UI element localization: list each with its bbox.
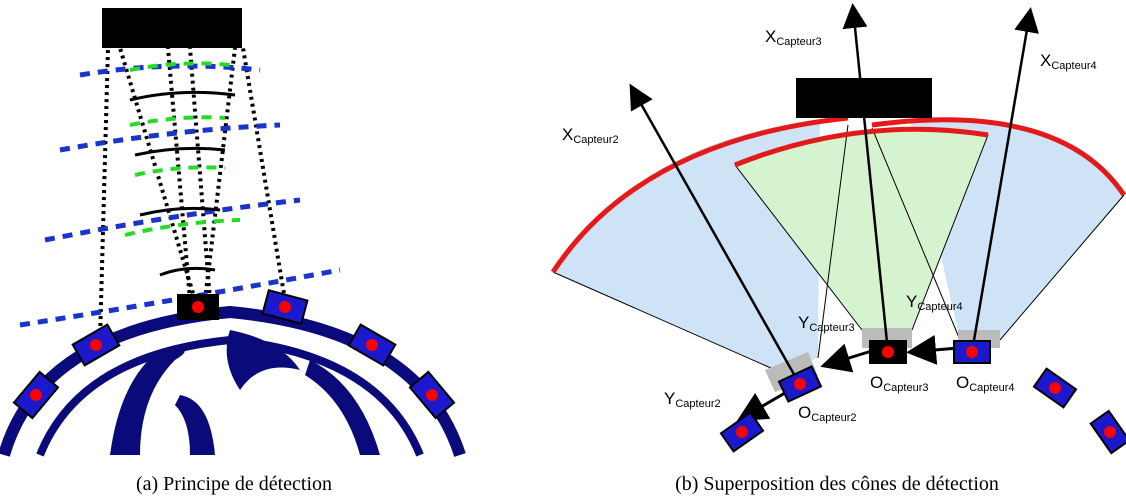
- label-y-capteur2: YCapteur2: [664, 389, 721, 410]
- label-o-capteur2: OCapteur2: [798, 403, 857, 424]
- panel-a: (a) Principe de détection: [0, 8, 466, 495]
- robot-a: [0, 305, 466, 457]
- caption-a: (a) Principe de détection: [136, 473, 332, 495]
- panel-b: XCapteur2 XCapteur3 XCapteur4 YCapteur2 …: [550, 3, 1126, 495]
- sensors-b: [719, 340, 1126, 455]
- sensor-extra-3: [1089, 409, 1126, 455]
- label-y-capteur4: YCapteur4: [906, 292, 963, 313]
- sensor-capteur3: [869, 340, 907, 364]
- sensor-a-2: [12, 370, 60, 420]
- label-x-capteur3: XCapteur3: [765, 27, 822, 48]
- sensor-a-6: [408, 370, 456, 420]
- sensor-a-3: [177, 294, 219, 320]
- sensor-a-1: [71, 323, 121, 367]
- waves-inner-a: [124, 61, 241, 237]
- cone-capteur3: [735, 130, 988, 330]
- beams-a: [98, 47, 287, 341]
- cone-outlines: [552, 124, 1125, 373]
- sensor-a-4: [261, 289, 309, 325]
- label-x-capteur2: XCapteur2: [562, 125, 619, 146]
- cone-arcs: [550, 115, 1126, 274]
- label-x-capteur4: XCapteur4: [1040, 51, 1097, 72]
- sensor-extra-1: [719, 411, 765, 453]
- sensor-capteur4: [953, 340, 991, 364]
- echoes-a: [129, 90, 236, 277]
- label-y-capteur3: YCapteur3: [798, 313, 855, 334]
- label-o-capteur4: OCapteur4: [956, 373, 1015, 394]
- waves-outer-a: [19, 63, 341, 328]
- label-o-capteur3: OCapteur3: [870, 373, 929, 394]
- x-axes: [629, 3, 1039, 386]
- sensor-capteur2: [777, 365, 823, 403]
- sensor-extra-2: [1032, 367, 1078, 409]
- obstacle-a: [102, 8, 242, 48]
- sensors-a: [12, 289, 456, 420]
- caption-b: (b) Superposition des cônes de détection: [675, 473, 999, 495]
- sensor-a-5: [347, 323, 397, 367]
